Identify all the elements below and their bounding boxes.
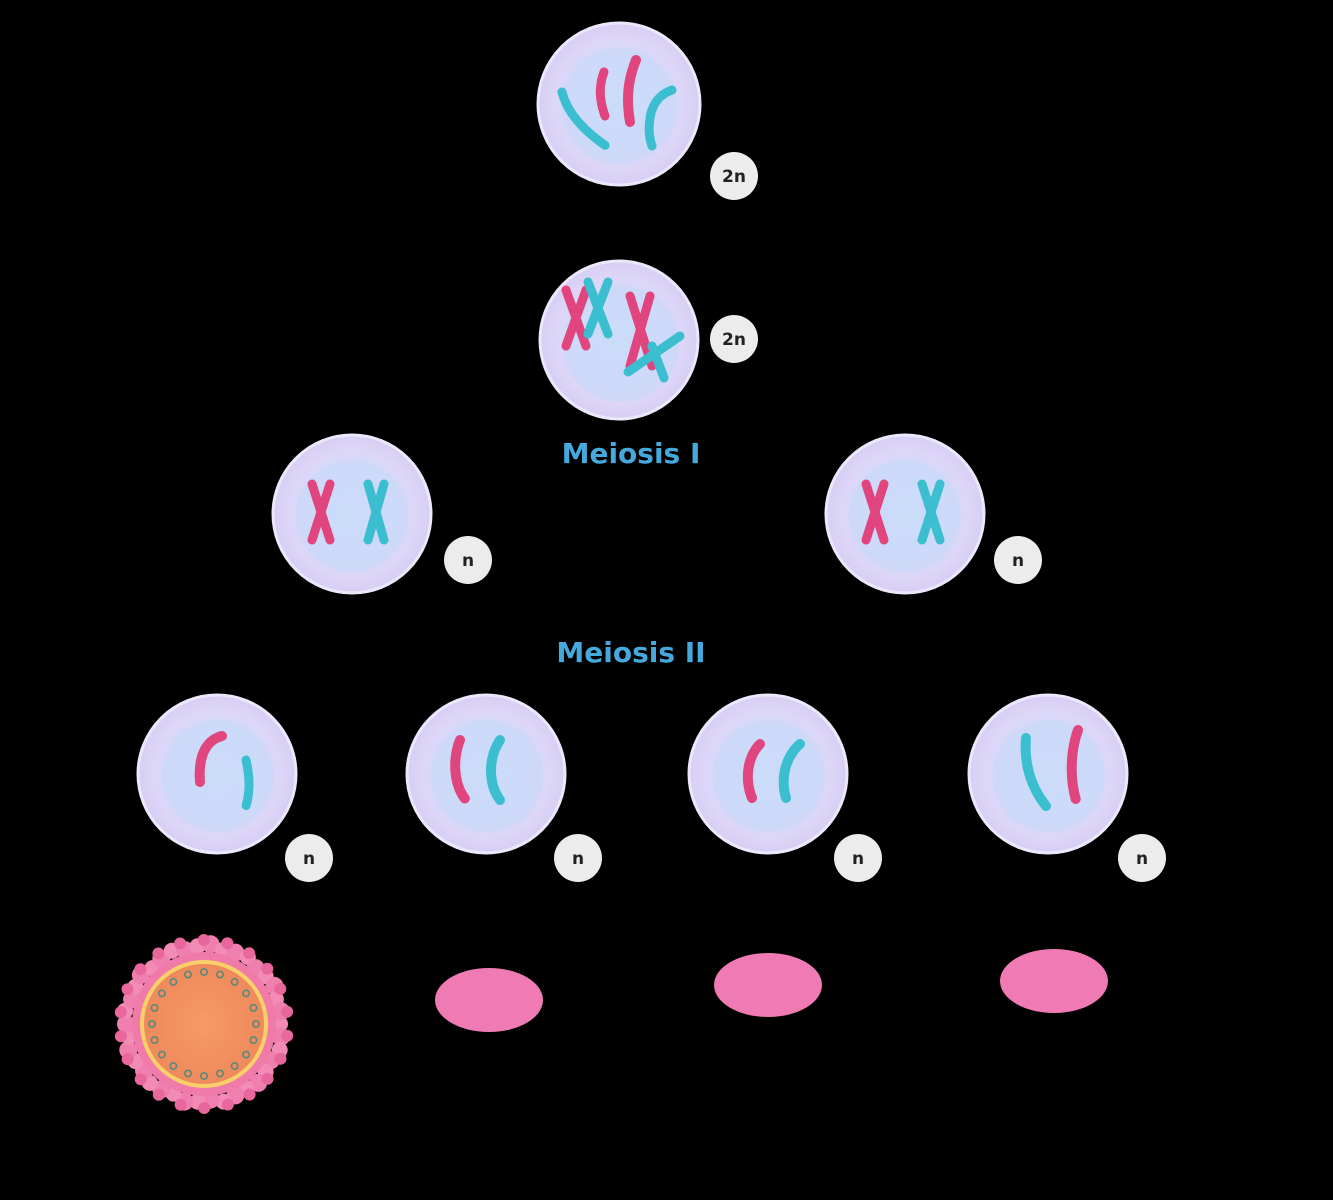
- corona-cell: [152, 1088, 165, 1101]
- egg-granule: [200, 967, 209, 976]
- corona-cell: [134, 1073, 147, 1086]
- corona-cell: [281, 1029, 294, 1042]
- meiosis-2-daughter-cell: [136, 693, 298, 855]
- egg-granule: [150, 1003, 159, 1012]
- egg-granule: [242, 989, 251, 998]
- corona-cell: [243, 947, 256, 960]
- egg-corona: [114, 934, 294, 1114]
- corona-cell: [114, 1030, 127, 1043]
- egg-granule: [183, 970, 192, 979]
- ploidy-label: n: [1012, 551, 1024, 571]
- chromosome-pair-maternal: [561, 285, 591, 351]
- ploidy-label: n: [852, 849, 864, 869]
- corona-cell: [152, 947, 165, 960]
- corona-cell: [261, 1072, 274, 1085]
- ploidy-label: n: [462, 551, 474, 571]
- ploidy-label: 2n: [722, 167, 746, 187]
- corona-cell: [261, 962, 274, 975]
- egg-granule: [249, 1003, 258, 1012]
- corona-cell: [274, 1052, 287, 1065]
- corona-cell: [117, 1015, 135, 1033]
- ploidy-badge: 2n: [710, 315, 758, 363]
- ploidy-badge: n: [285, 834, 333, 882]
- egg-granules: [148, 967, 261, 1081]
- meiosis-1-daughter-cell: [271, 433, 433, 595]
- corona-cell: [272, 1016, 288, 1032]
- chromosome-pair-paternal-2: [623, 331, 685, 383]
- corona-cell: [134, 963, 147, 976]
- ploidy-badge: n: [554, 834, 602, 882]
- replicated-cell: [538, 259, 700, 421]
- meiosis-2-daughter-cell: [967, 693, 1129, 855]
- egg-granule: [169, 977, 178, 986]
- corona-cell: [114, 1006, 127, 1019]
- polar-body: [714, 953, 822, 1017]
- corona-cell: [274, 982, 287, 995]
- corona-cell: [221, 937, 234, 950]
- egg-granule: [169, 1062, 178, 1071]
- egg-granule: [157, 1050, 166, 1059]
- egg-granule: [150, 1036, 159, 1045]
- ploidy-badge: n: [444, 536, 492, 584]
- egg-granule: [157, 989, 166, 998]
- egg-cell: [114, 934, 294, 1114]
- egg-granule: [230, 977, 239, 986]
- ploidy-badge: n: [1118, 834, 1166, 882]
- meiosis-2-daughter-cell: [405, 693, 567, 855]
- egg-granule: [148, 1019, 157, 1028]
- egg-granule: [216, 1069, 225, 1078]
- corona-cell: [198, 1102, 211, 1114]
- corona-cell: [121, 1053, 134, 1066]
- meiosis-2-label: Meiosis II: [556, 636, 706, 669]
- corona-cell: [221, 1098, 234, 1111]
- ploidy-label: n: [303, 849, 315, 869]
- meiosis-1-daughter-cell: [824, 433, 986, 595]
- corona-cell: [281, 1005, 294, 1018]
- polar-body: [1000, 949, 1108, 1013]
- ploidy-label: n: [1136, 849, 1148, 869]
- ploidy-badge: 2n: [710, 152, 758, 200]
- egg-granule: [252, 1019, 261, 1028]
- chromosome-pair-paternal: [583, 277, 613, 339]
- ploidy-badge: n: [994, 536, 1042, 584]
- chromosome-maternal-2: [623, 55, 641, 127]
- chromosome-paternal-2: [644, 85, 677, 151]
- ploidy-badge: n: [834, 834, 882, 882]
- ploidy-label: n: [572, 849, 584, 869]
- egg-granule: [242, 1050, 251, 1059]
- egg-granule: [183, 1069, 192, 1078]
- egg-granule: [230, 1062, 239, 1071]
- chromosome-paternal-1: [557, 87, 611, 151]
- meiosis-1-label: Meiosis I: [561, 437, 701, 470]
- corona-cell: [174, 937, 187, 950]
- egg-granule: [200, 1072, 209, 1081]
- meiosis-2-daughter-cell: [687, 693, 849, 855]
- corona-cell: [121, 983, 134, 996]
- polar-body: [435, 968, 543, 1032]
- corona-cell: [119, 1041, 138, 1059]
- corona-cell: [243, 1088, 256, 1101]
- egg-granule: [216, 970, 225, 979]
- chromosome-maternal-1: [595, 67, 610, 121]
- egg-granule: [249, 1036, 258, 1045]
- corona-cell: [174, 1098, 187, 1111]
- corona-cell: [197, 934, 210, 946]
- parent-cell: [536, 21, 702, 187]
- ploidy-label: 2n: [722, 330, 746, 350]
